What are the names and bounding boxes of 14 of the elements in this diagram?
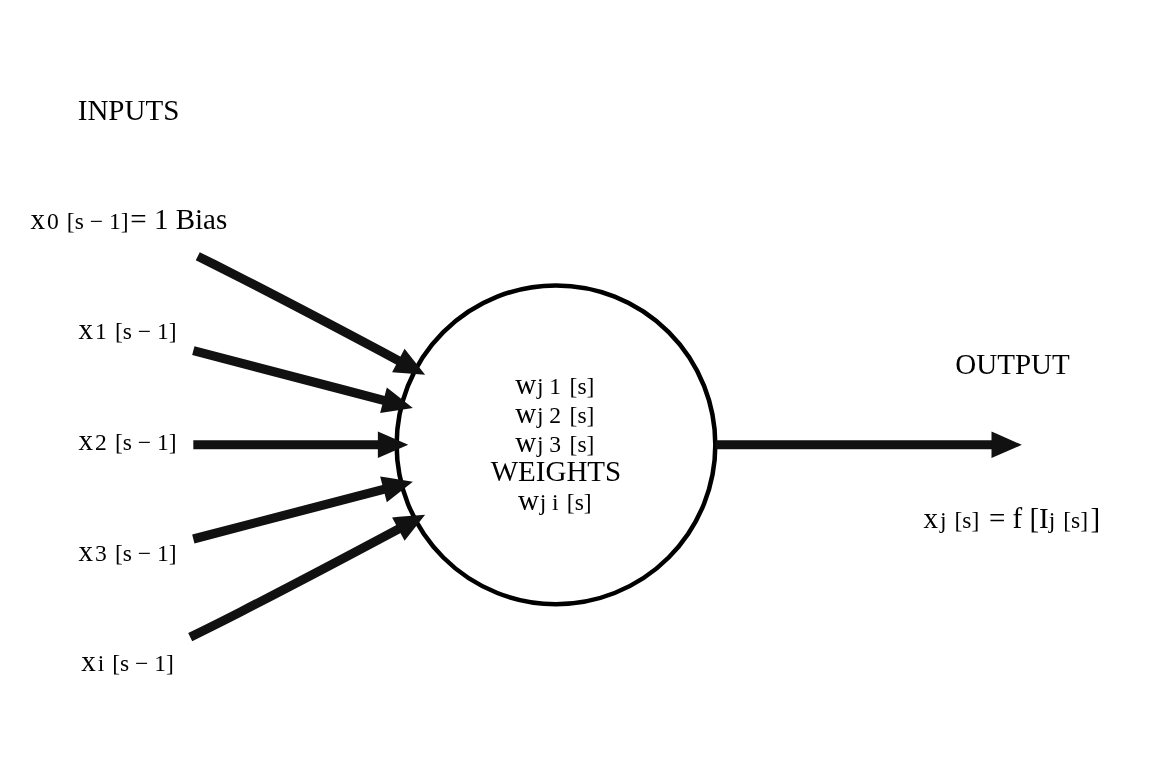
- node-text: x1 [s − 1]: [78, 313, 177, 346]
- node-text: x3 [s − 1]: [78, 534, 177, 567]
- arrow: [715, 431, 1022, 459]
- label: OUTPUT: [955, 347, 1070, 380]
- label: xj [s] = f [Ij [s]]: [923, 501, 1101, 534]
- node-text: x2 [s − 1]: [78, 423, 177, 456]
- label: INPUTS: [77, 93, 180, 126]
- arrow: [192, 346, 413, 414]
- node-text: x0 [s − 1]= 1 Bias: [30, 202, 228, 235]
- arrow: [195, 252, 426, 375]
- arrow: [188, 514, 426, 642]
- arrow: [193, 431, 409, 459]
- arrow: [192, 476, 413, 544]
- node-text: xi [s − 1]: [81, 645, 174, 678]
